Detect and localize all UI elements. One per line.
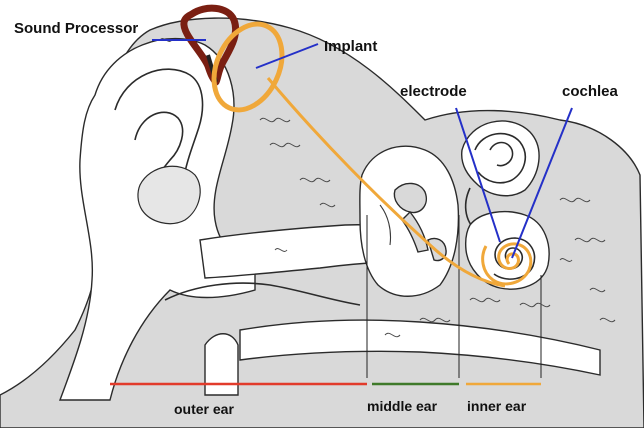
- ear-anatomy-illustration: [0, 18, 644, 428]
- label-implant: Implant: [324, 38, 377, 55]
- label-electrode: electrode: [400, 83, 467, 100]
- lower-tube: [205, 334, 238, 395]
- label-sound-processor: Sound Processor: [14, 20, 138, 37]
- concha: [138, 166, 200, 223]
- label-inner-ear: inner ear: [467, 398, 527, 414]
- label-cochlea: cochlea: [562, 83, 619, 100]
- label-middle-ear: middle ear: [367, 398, 438, 414]
- label-outer-ear: outer ear: [174, 401, 234, 417]
